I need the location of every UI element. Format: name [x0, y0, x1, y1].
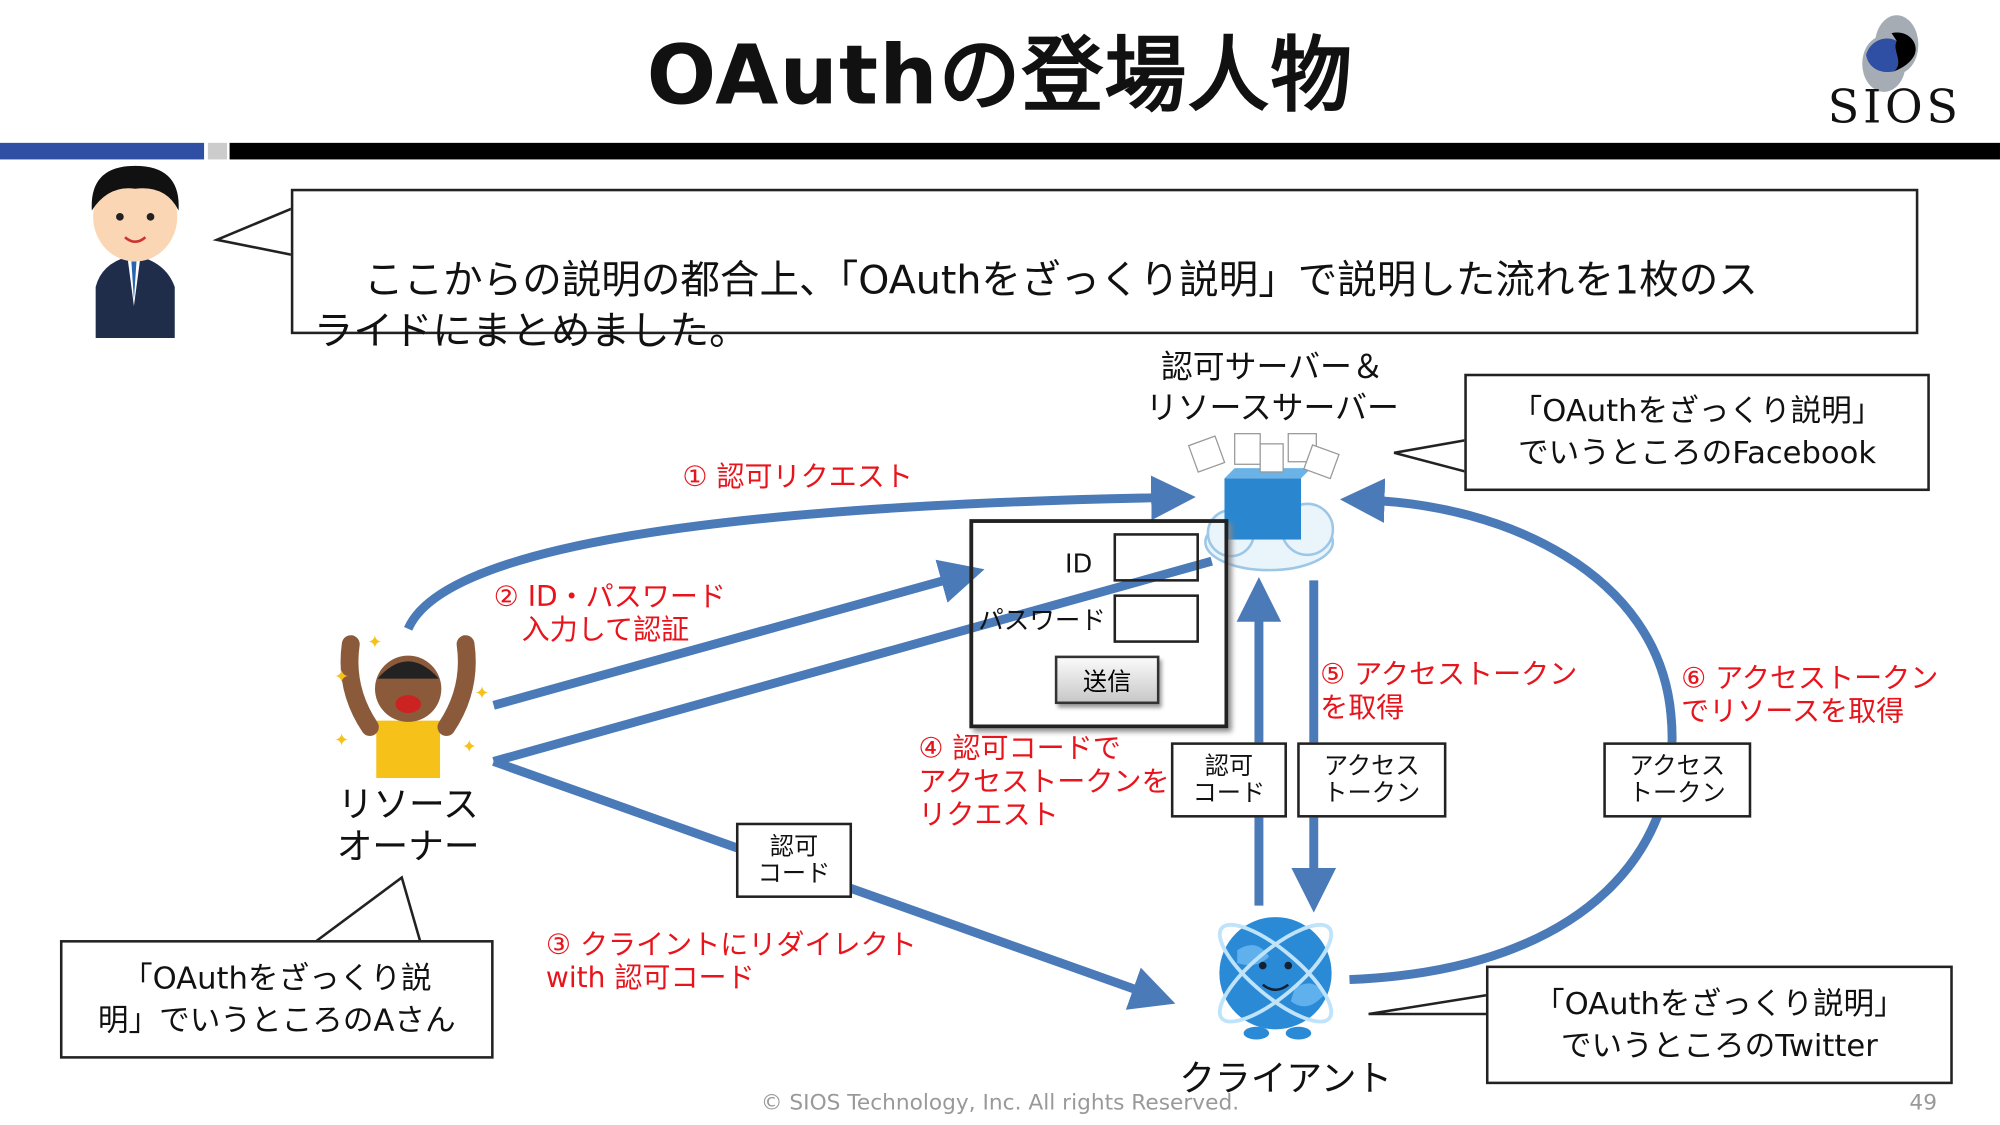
intro-bubble-tail	[212, 206, 294, 257]
access-token-box-resource: アクセス トークン	[1603, 742, 1752, 818]
svg-text:✦: ✦	[334, 730, 349, 751]
resource-owner-icon: ✦ ✦ ✦ ✦ ✦	[334, 632, 489, 779]
step-3-label: ③ クライントにリダイレクト with 認可コード	[545, 929, 917, 995]
slide-title: OAuthの登場人物	[646, 29, 1354, 124]
arrow-authorization-request	[404, 475, 1196, 631]
footer-copyright: © SIOS Technology, Inc. All rights Reser…	[760, 1090, 1240, 1117]
client-label: クライアント	[1179, 1057, 1393, 1100]
access-token-box-response: アクセス トークン	[1297, 742, 1447, 818]
arrow-login	[492, 559, 985, 710]
svg-text:✦: ✦	[334, 666, 349, 687]
step-4-label: ④ 認可コードで アクセストークンを リクエスト	[918, 733, 1170, 832]
server-label: 認可サーバー＆ リソースサーバー	[1145, 348, 1399, 427]
step-6-label: ⑥ アクセストークン でリソースを取得	[1681, 663, 1939, 729]
login-form: ID パスワード 送信	[969, 519, 1229, 729]
sios-logo: SIOS	[1818, 10, 1958, 138]
header-bar-grey	[207, 142, 228, 160]
step-1-label: ① 認可リクエスト	[682, 461, 913, 494]
server-callout-tail	[1393, 438, 1468, 474]
arrow-login-to-server	[492, 556, 1213, 766]
client-callout: 「OAuthをざっくり説明」 でいうところのTwitter	[1485, 965, 1953, 1085]
password-input[interactable]	[1113, 594, 1199, 643]
svg-text:✦: ✦	[367, 632, 382, 653]
svg-text:✦: ✦	[474, 683, 489, 704]
id-input[interactable]	[1113, 533, 1199, 582]
page-number: 49	[1909, 1090, 1938, 1117]
auth-code-box-redirect: 認可 コード	[735, 822, 853, 898]
server-cloud-icon	[1187, 433, 1340, 572]
auth-code-box-request: 認可 コード	[1170, 742, 1287, 818]
presenter-icon	[91, 165, 179, 339]
intro-speech-bubble: ここからの説明の都合上、「OAuthをざっくり説明」で説明した流れを1枚のス ラ…	[290, 188, 1919, 355]
server-callout: 「OAuthをざっくり説明」 でいうところのFacebook	[1464, 373, 1930, 492]
header-bar-blue	[0, 142, 205, 160]
step-2-label: ② ID・パスワード 入力して認証	[493, 581, 726, 647]
owner-callout: 「OAuthをざっくり説 明」でいうところのAさん	[59, 940, 494, 1059]
owner-callout-tail	[311, 875, 423, 945]
step-5-label: ⑤ アクセストークン を取得	[1320, 659, 1578, 725]
logo-text: SIOS	[1827, 81, 1962, 134]
owner-label: リソース オーナー	[336, 783, 480, 868]
svg-text:✦: ✦	[462, 737, 477, 758]
password-label: パスワード	[978, 604, 1106, 636]
arrow-resource-access	[1339, 478, 1677, 985]
submit-button[interactable]: 送信	[1054, 655, 1160, 705]
client-callout-tail	[1368, 993, 1489, 1016]
client-globe-icon	[1217, 917, 1334, 1040]
id-label: ID	[1065, 548, 1093, 580]
header-bar-black	[229, 142, 2000, 160]
sios-logo-icon	[1862, 15, 1919, 92]
intro-text: ここからの説明の都合上、「OAuthをざっくり説明」で説明した流れを1枚のス ラ…	[313, 257, 1758, 355]
